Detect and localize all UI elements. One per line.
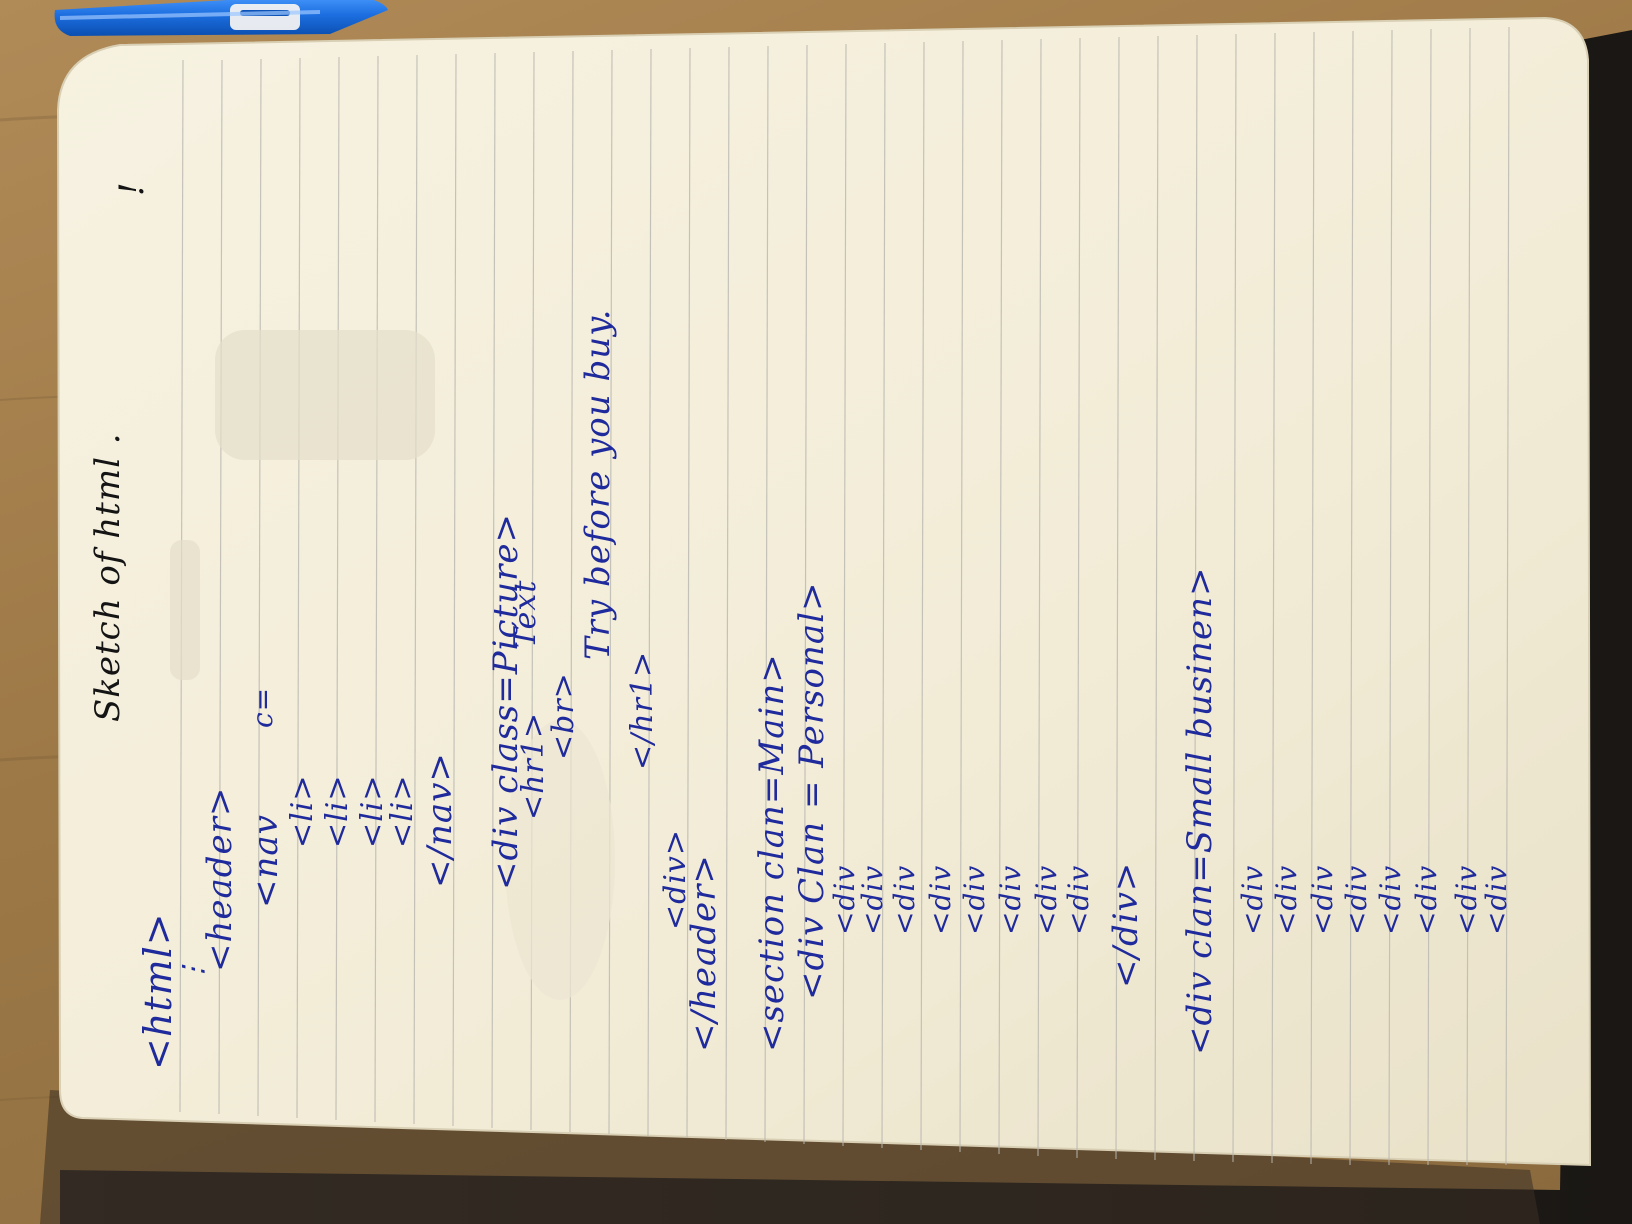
note-header-open: <header> — [200, 786, 240, 972]
note-tagline: Try before you buy. — [578, 308, 618, 660]
note-div-picture: <div class=Picture> — [486, 513, 526, 890]
note-hr1-close: </hr1> — [625, 650, 660, 770]
note-heading: Sketch of html . — [88, 432, 128, 722]
note-div-item: <div — [1340, 864, 1373, 935]
note-div-item: <div — [1236, 864, 1269, 935]
note-div-item: <div — [994, 864, 1027, 935]
note-div-item: <div — [1306, 864, 1339, 935]
note-br: <br> — [546, 672, 581, 760]
note-nav-close: </nav> — [420, 752, 460, 888]
note-div-item: <div — [856, 864, 889, 935]
note-nav-open: <nav — [246, 814, 286, 908]
note-div-item: <div — [1480, 864, 1513, 935]
note-div-item: <div — [1030, 864, 1063, 935]
note-div-item: <div — [1450, 864, 1483, 935]
note-nav-class: c= — [246, 686, 279, 728]
note-div-item: <div — [958, 864, 991, 935]
note-div-item: <div — [1270, 864, 1303, 935]
note-html-open: <html> — [136, 912, 180, 1070]
note-exclaim: ! — [112, 181, 152, 196]
note-li: <li> — [320, 774, 355, 848]
note-li: <li> — [285, 774, 320, 848]
note-div-item: <div — [924, 864, 957, 935]
ruled-lines — [179, 26, 1510, 1166]
page-impressions — [170, 330, 615, 1000]
note-div-item: <div — [888, 864, 921, 935]
note-div-close: </div> — [1106, 861, 1146, 988]
ballpoint-pen-icon — [54, 0, 388, 36]
note-div-item: <div — [1374, 864, 1407, 935]
note-header-close: </header> — [684, 854, 724, 1052]
note-div-item: <div — [1062, 864, 1095, 935]
note-li: <li> — [385, 774, 420, 848]
note-div-small: <div clan=Small businen> — [1180, 566, 1220, 1055]
note-div-personal: <div Clan = Personal> — [792, 581, 832, 1000]
note-text: Text — [508, 579, 543, 648]
note-div-item: <div — [1410, 864, 1443, 935]
notebook-page — [56, 16, 1592, 1167]
note-section-main: <section clan=Main> — [752, 653, 792, 1052]
